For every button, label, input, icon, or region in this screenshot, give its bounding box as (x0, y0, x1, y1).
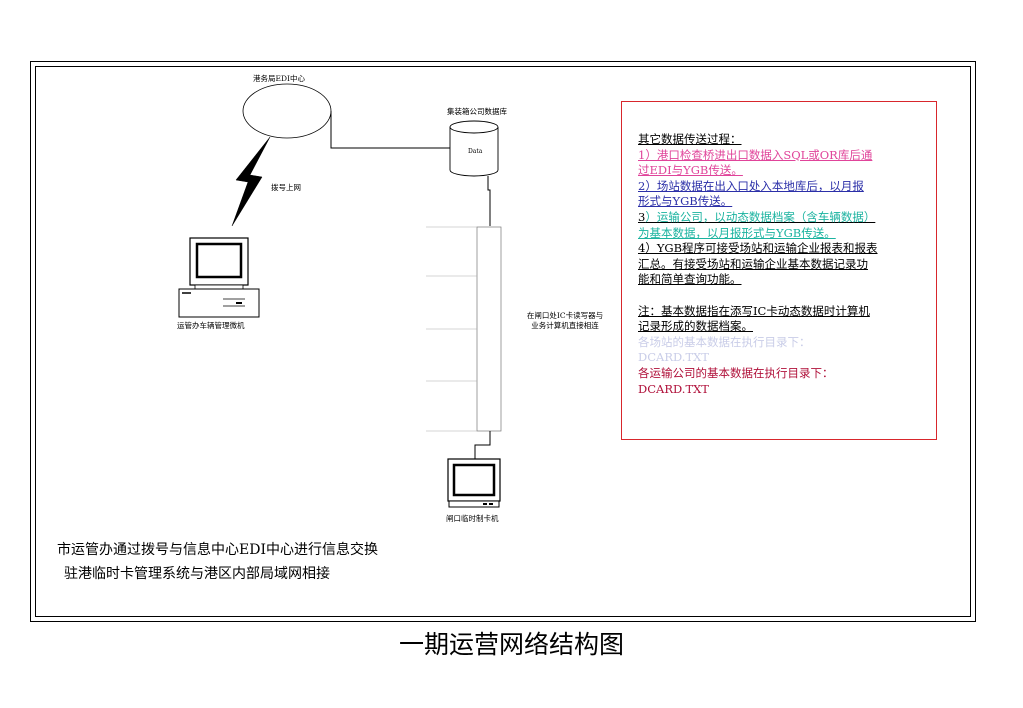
server-rack (426, 226, 502, 432)
gate-connection-label-2: 业务计算机直接相连 (531, 321, 599, 330)
edi-center-cloud (242, 83, 332, 139)
note-item2-line2: 形式与YGB传送。 (638, 194, 733, 209)
description-line2: 驻港临时卡管理系统与港区内部局域网相接 (64, 566, 330, 582)
note-item3-text: ）运输公司，以动态数据档案（含车辆数据） (645, 209, 876, 224)
db-to-rack-line (487, 176, 491, 226)
note-remark-line2: 记录形成的数据档案。 (638, 319, 753, 334)
gate-pc-icon (447, 458, 501, 508)
note-transport-dir-line1: 各运输公司的基本数据在执行目录下： (638, 365, 834, 380)
edi-to-db-line (330, 111, 450, 149)
vehicle-pc-label: 运管办车辆管理微机 (177, 321, 245, 330)
note-transport-dir-line2: DCARD.TXT (638, 381, 709, 396)
note-item3-number: 3 (638, 209, 646, 224)
note-item1-line2: 过EDI与YGB传送。 (638, 163, 743, 178)
note-remark-line1: 注：基本数据指在添写IC卡动态数据时计算机 (638, 303, 870, 318)
description-line1: 市运管办通过拨号与信息中心EDI中心进行信息交换 (57, 542, 378, 558)
db-text-label: Data (468, 148, 483, 155)
inner-frame (35, 66, 971, 617)
dialup-label: 拨号上网 (271, 183, 301, 192)
dialup-lightning-icon (231, 136, 271, 227)
note-item4-line2: 汇总。有接受场站和运输企业基本数据记录功 (638, 256, 868, 271)
rack-to-gate-line (474, 431, 491, 459)
notes-box (621, 101, 937, 440)
diagram-title: 一期运营网络结构图 (398, 630, 624, 659)
note-item3-line1: 3）运输公司，以动态数据档案（含车辆数据） (638, 210, 918, 226)
container-db-label: 集装箱公司数据库 (447, 107, 507, 116)
gate-connection-label-1: 在闸口处IC卡读写器与 (526, 311, 604, 320)
outer-frame (30, 61, 976, 622)
note-yard-dir-line2: DCARD.TXT (638, 350, 709, 365)
edi-center-label: 港务局EDI中心 (253, 74, 305, 83)
note-spacer (638, 288, 918, 304)
note-item4-line3: 能和简单查询功能。 (638, 272, 742, 287)
gate-pc-label: 闸口临时制卡机 (446, 514, 499, 523)
notes-heading: 其它数据传送过程： (638, 132, 742, 146)
database-icon (449, 120, 499, 177)
note-item2-line1: 2）场站数据在出入口处入本地库后，以月报 (638, 178, 864, 193)
note-yard-dir-line1: 各场站的基本数据在执行目录下： (638, 334, 811, 349)
notes-text: 其它数据传送过程： 1）港口检查桥进出口数据入SQL或OR库后通 过EDI与YG… (638, 132, 918, 397)
note-item3-line2: 为基本数据，以月报形式与YGB传送。 (638, 225, 836, 240)
note-item4-line1: 4）YGB程序可接受场站和运输企业报表和报表 (638, 241, 878, 256)
vehicle-pc-icon (178, 237, 260, 318)
note-item1-line1: 1）港口检查桥进出口数据入SQL或OR库后通 (638, 147, 873, 162)
